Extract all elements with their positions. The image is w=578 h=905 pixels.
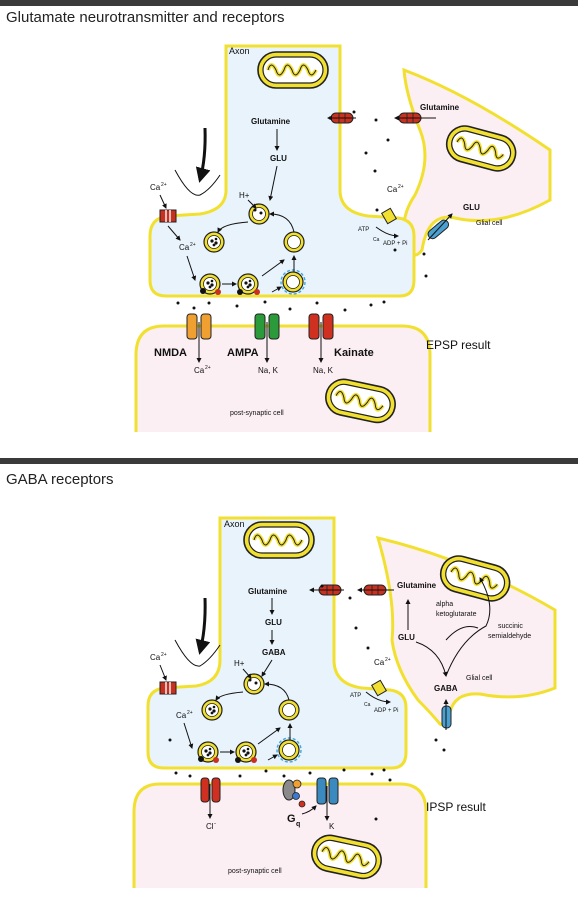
glu-glial-label: GLU: [463, 203, 480, 212]
potassium-label: K: [329, 822, 335, 831]
chloride-superscript: -: [214, 821, 216, 827]
calcium-channel-presynaptic: [159, 209, 177, 223]
calcium-glial-superscript-gaba: 2+: [385, 657, 391, 663]
calcium-channel-presynaptic-gaba: [159, 681, 177, 695]
glutamine-label-presynaptic-gaba: Glutamine: [248, 587, 288, 596]
axon-label-gaba: Axon: [224, 519, 245, 529]
gaba-b-potassium-channel: [316, 777, 339, 821]
succinic-semialdehyde-label-2: semialdehyde: [488, 633, 531, 640]
calcium-influx-superscript: 2+: [205, 365, 211, 371]
gaba-molecules: [168, 584, 446, 821]
vesicle-loading-gaba: [243, 673, 265, 695]
atp-label-gaba: ATP: [350, 693, 361, 699]
sodium-potassium-label-kainate: Na, K: [313, 366, 334, 375]
gq-label: G: [287, 813, 296, 825]
axon-label: Axon: [229, 46, 250, 56]
gq-subscript: q: [296, 821, 300, 828]
epsp-result-label: EPSP result: [426, 338, 491, 352]
calcium-glial-superscript: 2+: [398, 184, 404, 190]
calcium-pump-glial-gaba: [370, 679, 388, 697]
calcium-superscript-gaba: 2+: [161, 652, 167, 658]
calcium-label-outside: Ca: [150, 183, 161, 192]
g-protein-complex: [282, 779, 306, 808]
glial-cell-label: Glial cell: [476, 220, 503, 227]
glu-glial-label-gaba: GLU: [398, 633, 415, 642]
glial-cell-label-gaba: Glial cell: [466, 675, 493, 682]
vesicle-recycled: [283, 231, 305, 253]
action-potential-arrow-gaba: [195, 597, 211, 655]
ampa-receptor: [254, 313, 280, 363]
calcium-inside-superscript: 2+: [190, 242, 196, 248]
postsynaptic-label: post-synaptic cell: [230, 410, 284, 417]
mitochondrion-presynaptic-gaba: [242, 520, 316, 560]
glutamine-label-presynaptic: Glutamine: [251, 117, 291, 126]
sodium-potassium-label-ampa: Na, K: [258, 366, 279, 375]
top-divider-bar: [0, 0, 578, 6]
calcium-label-inside: Ca: [179, 243, 190, 252]
calcium-label-inside-gaba: Ca: [176, 711, 187, 720]
gaba-a-receptor: [200, 777, 221, 819]
glutamine-label-glial-gaba: Glutamine: [397, 581, 437, 590]
calcium-influx-label: Ca: [194, 366, 205, 375]
panel1-diagram: Axon Glutamine Glutamine GLU Ca 2+ Ca 2+…: [134, 44, 552, 432]
vesicle-filled: [203, 231, 225, 253]
calcium-label-glial-gaba: Ca: [374, 658, 385, 667]
kainate-label: Kainate: [334, 347, 374, 359]
nmda-label: NMDA: [154, 347, 187, 359]
kainate-receptor: [308, 313, 334, 363]
adp-label: ADP + Pi: [383, 241, 407, 247]
postsynaptic-label-gaba: post-synaptic cell: [228, 868, 282, 875]
atp-label: ATP: [358, 227, 369, 233]
calcium-superscript: 2+: [161, 182, 167, 188]
gaba-glial-label: GABA: [434, 684, 458, 693]
vesicle-loading: [248, 203, 270, 225]
panel2-title: GABA receptors: [6, 471, 114, 488]
calcium-small-label-gaba: Ca: [364, 702, 371, 708]
middle-divider-bar: [0, 458, 578, 464]
panel1-title: Glutamate neurotransmitter and receptors: [6, 9, 285, 26]
proton-label: H+: [239, 191, 250, 200]
glutamate-molecules: [176, 110, 440, 312]
alpha-ketoglutarate-label-1: alpha: [436, 601, 453, 608]
proton-label-gaba: H+: [234, 659, 245, 668]
action-potential-arrow: [195, 127, 211, 183]
nmda-receptor: [186, 313, 212, 363]
ampa-label: AMPA: [227, 347, 259, 359]
glutamine-label-glial: Glutamine: [420, 103, 460, 112]
chloride-label: Cl: [206, 822, 214, 831]
vesicle-filled-gaba: [201, 699, 223, 721]
calcium-label-outside-gaba: Ca: [150, 653, 161, 662]
glu-label: GLU: [270, 154, 287, 163]
panel2-diagram: Axon Glutamine Glutamine GLU GABA Ca 2+ …: [132, 516, 557, 888]
mitochondrion-presynaptic: [256, 50, 330, 90]
vesicle-recycled-gaba: [278, 699, 300, 721]
glu-label-gaba: GLU: [265, 618, 282, 627]
calcium-small-label: Ca: [373, 237, 380, 243]
calcium-inside-superscript-gaba: 2+: [187, 710, 193, 716]
adp-label-gaba: ADP + Pi: [374, 708, 398, 714]
alpha-ketoglutarate-label-2: ketoglutarate: [436, 611, 477, 618]
calcium-label-glial: Ca: [387, 185, 398, 194]
calcium-pump-glial: [380, 207, 398, 225]
ipsp-result-label: IPSP result: [426, 800, 486, 814]
succinic-semialdehyde-label-1: succinic: [498, 623, 523, 630]
gaba-label-presynaptic: GABA: [262, 648, 286, 657]
